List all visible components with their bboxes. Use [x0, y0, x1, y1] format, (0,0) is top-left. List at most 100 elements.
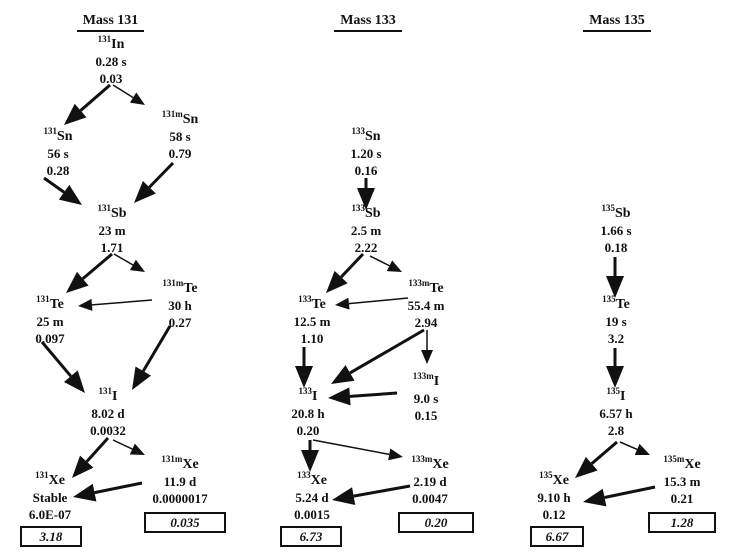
nuclide-Sb131: 131Sb 23 m 1.71	[97, 204, 126, 256]
nuclide-symbol: 133mXe	[411, 454, 448, 473]
decay-arrow-Xe135m-to-Xe135	[583, 485, 656, 507]
decay-arrow-Te133-to-I133	[295, 347, 313, 388]
element-symbol: Sb	[364, 206, 381, 221]
mass-number: 133	[351, 203, 365, 213]
half-life: 20.8 h	[291, 406, 325, 421]
element-symbol: Xe	[552, 473, 569, 488]
decay-arrow-In131-to-Sn131m	[112, 84, 145, 105]
nuclide-symbol: 133Sb	[351, 203, 381, 222]
yield-value: 0.20	[296, 423, 320, 438]
yield-value: 0.0000017	[152, 491, 208, 506]
nuclide-symbol: 133mI	[413, 372, 439, 390]
nuclide-symbol: 135I	[599, 386, 632, 405]
yield-value: 0.15	[414, 408, 438, 423]
nuclide-I133: 133I 20.8 h 0.20	[291, 387, 325, 439]
element-symbol: I	[312, 389, 318, 404]
mass-number: 135	[601, 203, 615, 213]
nuclide-Te133m: 133mTe 55.4 m 2.94	[408, 279, 445, 331]
yield-value: 0.0015	[294, 507, 330, 522]
half-life: 6.57 h	[599, 406, 633, 421]
decay-arrow-I133-to-Xe133	[301, 440, 319, 472]
element-symbol: Te	[183, 281, 198, 296]
yield-value: 0.12	[542, 507, 566, 522]
element-symbol: Sn	[364, 129, 381, 144]
yield-value: 0.0047	[412, 491, 448, 506]
half-life: 2.19 d	[413, 474, 447, 489]
mass-number: 131	[43, 126, 57, 136]
element-symbol: Xe	[684, 457, 701, 472]
element-symbol: Xe	[48, 473, 65, 488]
yield-value: 0.16	[354, 163, 378, 178]
decay-arrow-Sb133-to-Te133	[326, 252, 365, 293]
nuclide-symbol: 133Xe	[294, 470, 330, 489]
nuclide-symbol: 133mTe	[408, 279, 445, 297]
decay-arrow-I133-to-Xe133m	[312, 439, 403, 461]
element-symbol: I	[112, 389, 118, 404]
half-life: 56 s	[47, 146, 69, 161]
mass-number: 131m	[161, 454, 183, 464]
half-life: 9.0 s	[413, 391, 439, 406]
decay-arrow-Sn131m-to-Sb131	[134, 161, 175, 203]
nuclide-symbol: 133Te	[294, 295, 331, 313]
half-life: 8.02 d	[91, 406, 125, 421]
decay-arrow-I131-to-Xe131	[72, 436, 110, 478]
nuclide-symbol: 131Te	[35, 294, 64, 313]
element-symbol: In	[111, 37, 125, 52]
element-symbol: Xe	[182, 457, 199, 472]
element-symbol: Te	[311, 297, 326, 312]
decay-arrow-Sb135-to-Te135	[606, 257, 624, 298]
yield-value: 2.94	[414, 315, 438, 330]
nuclide-symbol: 131mSn	[162, 110, 199, 128]
half-life: Stable	[32, 490, 68, 505]
element-symbol: Te	[615, 297, 630, 312]
decay-arrow-Sn133-to-Sb133	[357, 178, 375, 210]
mass-number: 131	[98, 386, 113, 396]
yield-value: 1.71	[100, 240, 124, 255]
decay-arrow-Te133m-to-Te133	[335, 297, 409, 310]
yield-value: 0.0032	[90, 423, 126, 438]
nuclide-Xe133m: 133mXe 2.19 d 0.0047	[411, 454, 448, 507]
yield-value: 3.2	[607, 331, 625, 346]
nuclide-Xe131m: 131mXe 11.9 d 0.0000017	[152, 454, 208, 507]
nuclide-symbol: 131mTe	[162, 279, 198, 297]
cumulative-yield-box-Xe133: 6.73	[280, 526, 342, 547]
nuclide-symbol: 133I	[291, 387, 324, 405]
nuclide-Xe135: 135Xe 9.10 h 0.12	[537, 470, 570, 523]
element-symbol: I	[620, 389, 626, 404]
nuclide-symbol: 135Xe	[537, 470, 570, 489]
decay-arrow-Te133m-to-I133m	[421, 330, 433, 364]
decay-arrow-Sb131-to-Te131	[66, 252, 113, 293]
element-symbol: Xe	[310, 473, 327, 488]
nuclide-Xe131: 131Xe Stable 6.0E-07	[28, 471, 72, 523]
half-life: 1.20 s	[350, 146, 382, 161]
nuclide-Te133: 133Te 12.5 m 1.10	[294, 295, 331, 347]
mass-number: 133m	[411, 454, 433, 464]
mass-number: 131	[36, 294, 50, 304]
nuclide-Sn131m: 131mSn 58 s 0.79	[162, 110, 199, 162]
half-life: 30 h	[168, 298, 192, 313]
nuclide-In131: 131In 0.28 s 0.03	[95, 35, 126, 87]
yield-value: 0.21	[670, 491, 694, 506]
yield-value: 0.28	[46, 163, 70, 178]
mass-number: 133	[351, 126, 365, 136]
decay-arrow-I133m-to-I133	[328, 387, 398, 406]
mass-number: 135	[539, 470, 553, 480]
nuclide-symbol: 131Sn	[43, 126, 73, 145]
decay-arrow-Te133m-to-I133	[331, 328, 425, 384]
mass-number: 133	[297, 470, 311, 480]
half-life: 15.3 m	[663, 474, 701, 489]
cumulative-yield-box-Xe135: 6.67	[530, 526, 584, 547]
element-symbol: Sn	[182, 112, 199, 127]
nuclide-Sn133: 133Sn 1.20 s 0.16	[350, 126, 382, 179]
mass-number: 135	[606, 386, 621, 396]
yield-value: 6.0E-07	[28, 507, 72, 522]
element-symbol: Sn	[56, 129, 73, 144]
decay-arrow-Te131-to-I131	[40, 341, 85, 393]
nuclide-Sn131: 131Sn 56 s 0.28	[43, 126, 73, 179]
decay-arrow-I135-to-Xe135m	[619, 441, 650, 455]
half-life: 23 m	[98, 223, 126, 238]
nuclide-Sb133: 133Sb 2.5 m 2.22	[351, 203, 381, 256]
nuclide-symbol: 135mXe	[663, 455, 701, 473]
decay-arrow-Sb133-to-Te133m	[369, 255, 402, 272]
